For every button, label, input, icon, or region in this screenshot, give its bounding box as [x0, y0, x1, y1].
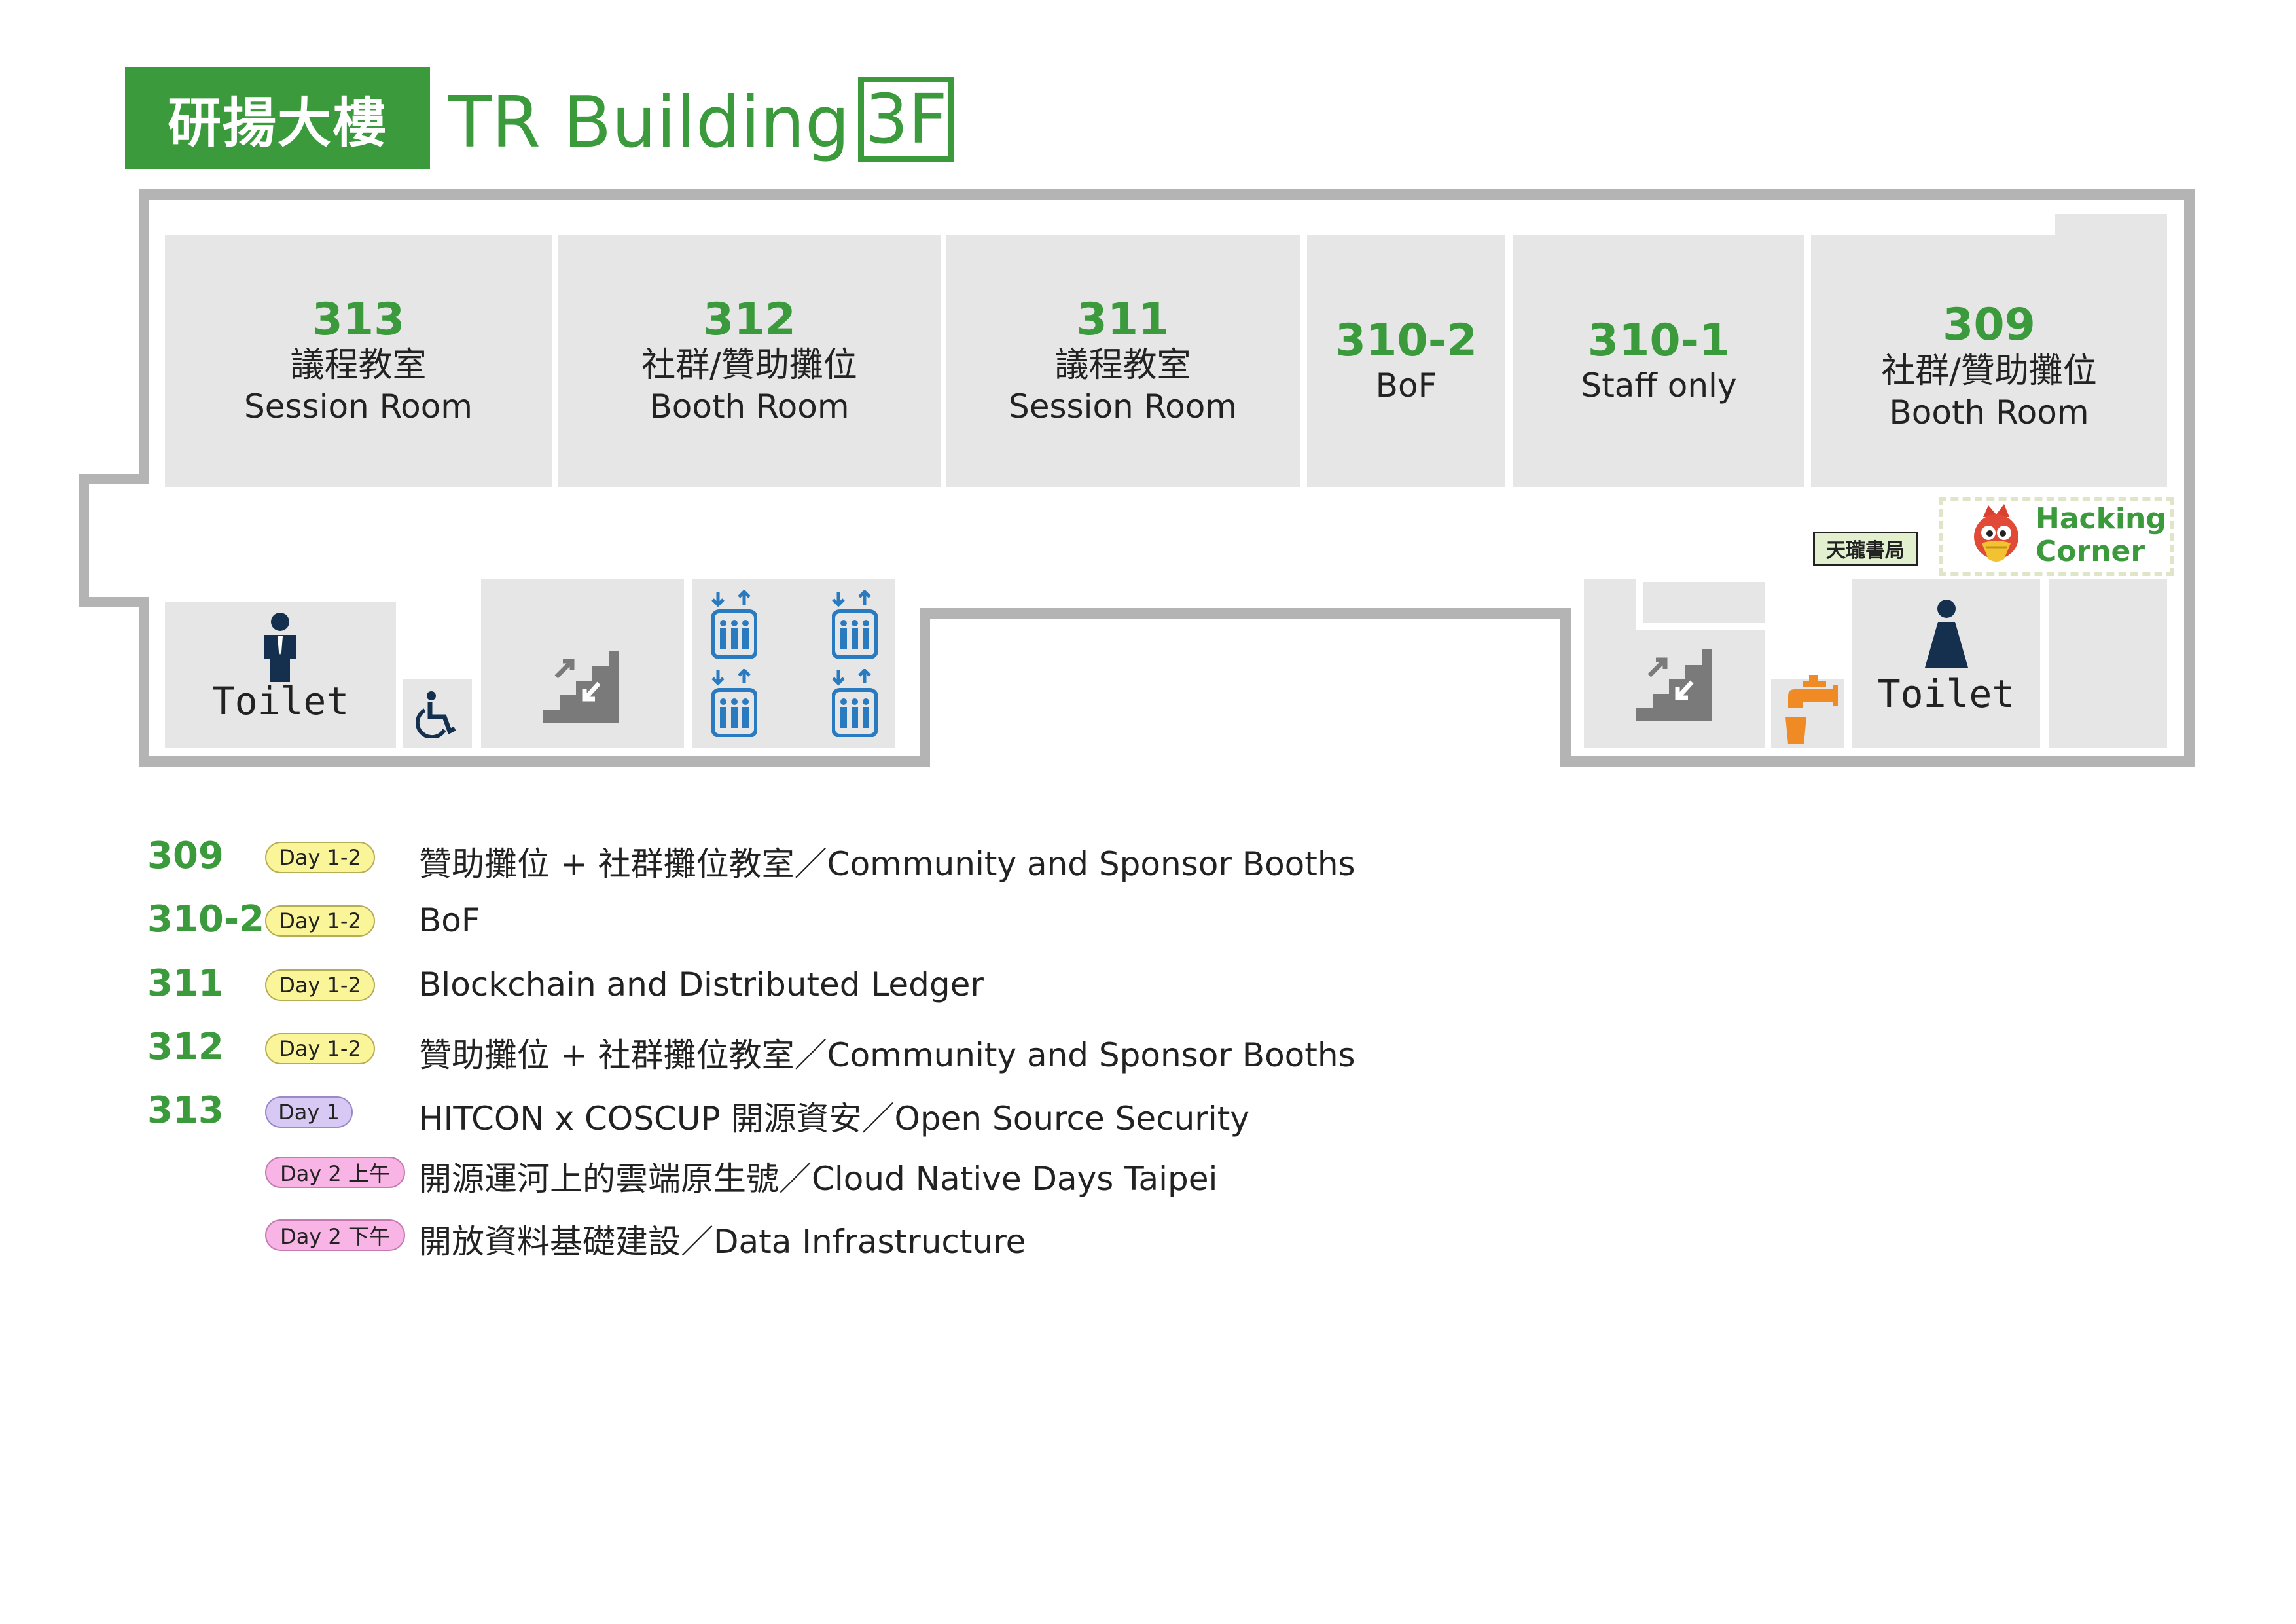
room-label-cn: 社群/贊助攤位 — [641, 346, 857, 386]
toilet-man-icon — [264, 613, 296, 682]
room-label-en: Session Room — [243, 388, 473, 426]
room-number: 310-2 — [1335, 315, 1478, 367]
water-tap-icon — [1785, 675, 1838, 744]
room-313[interactable]: 313 議程教室 Session Room — [165, 235, 552, 487]
toilet-woman-icon — [1925, 600, 1968, 668]
legend-description: 贊助攤位 + 社群攤位教室／Community and Sponsor Boot… — [419, 1036, 1355, 1074]
room-label-cn: 社群/贊助攤位 — [1881, 351, 2097, 391]
legend-room-309: 309 — [147, 835, 224, 877]
room-label-en: Booth Room — [649, 388, 850, 426]
legend-day-badge: Day 1 — [265, 1096, 353, 1128]
room-number: 312 — [703, 293, 796, 346]
stairs-left[interactable] — [481, 579, 684, 748]
toilet-right[interactable]: Toilet — [1852, 579, 2040, 748]
room-label-en: Booth Room — [1889, 393, 2089, 431]
legend-description: Blockchain and Distributed Ledger — [419, 965, 984, 1003]
elevator-icon — [711, 669, 757, 737]
bookstore-tag[interactable]: 天瓏書局 — [1813, 532, 1918, 566]
room-number: 313 — [312, 293, 405, 346]
legend-day-badge: Day 2 上午 — [265, 1157, 405, 1188]
stairs-icon — [1636, 649, 1712, 721]
floor-outline — [79, 189, 2195, 767]
legend-day-badge: Day 2 下午 — [265, 1219, 405, 1251]
room-number: 309 — [1943, 299, 2036, 352]
room-number: 310-1 — [1587, 315, 1731, 367]
elevator-hall[interactable] — [692, 579, 895, 748]
room-label-en: Staff only — [1581, 366, 1737, 405]
elevator-icon — [832, 669, 878, 737]
utility-room — [2049, 579, 2167, 748]
room-309-area — [1811, 235, 2167, 487]
stairs-right[interactable] — [1584, 630, 1765, 748]
toilet-label: Toilet — [211, 679, 350, 723]
room-310-2[interactable]: 310-2 BoF — [1307, 235, 1505, 487]
legend-description: BoF — [419, 901, 480, 939]
building-name-en: TR Building — [448, 82, 850, 164]
legend-room-312: 312 — [147, 1026, 224, 1068]
legend-description: 開放資料基礎建設／Data Infrastructure — [419, 1223, 1026, 1261]
legend-day-badge: Day 1-2 — [265, 969, 375, 1001]
legend-room-313: 313 — [147, 1089, 224, 1132]
room-311[interactable]: 311 議程教室 Session Room — [946, 235, 1300, 487]
legend-room-310-2: 310-2 — [147, 898, 265, 941]
room-312[interactable]: 312 社群/贊助攤位 Booth Room — [558, 235, 941, 487]
legend-day-badge: Day 1-2 — [265, 905, 375, 937]
room-310-1[interactable]: 310-1 Staff only — [1513, 235, 1804, 487]
stairs-icon — [543, 651, 619, 723]
floor-label: 3F — [858, 77, 954, 162]
room-309-notch — [2055, 214, 2167, 240]
legend-description: 贊助攤位 + 社群攤位教室／Community and Sponsor Boot… — [419, 845, 1355, 883]
wheelchair-icon — [416, 691, 456, 738]
hacking-mascot-icon — [1970, 504, 2022, 566]
legend-description: HITCON x COSCUP 開源資安／Open Source Securit… — [419, 1100, 1249, 1138]
hacking-corner-label-1: Hacking — [2036, 502, 2166, 535]
elevator-icon — [832, 590, 878, 659]
elevator-icon — [711, 590, 757, 659]
room-label-cn: 議程教室 — [290, 346, 427, 386]
water-dispenser[interactable] — [1771, 675, 1844, 748]
building-name-cn: 研揚大樓 — [125, 67, 430, 169]
legend-day-badge: Day 1-2 — [265, 1033, 375, 1064]
storage-room — [1643, 582, 1765, 623]
legend-description: 開源運河上的雲端原生號／Cloud Native Days Taipei — [419, 1160, 1218, 1198]
toilet-label: Toilet — [1877, 672, 2015, 716]
hacking-corner-label-2: Corner — [2036, 535, 2145, 568]
legend-room-311: 311 — [147, 962, 224, 1005]
hacking-corner-zone[interactable] — [1939, 497, 2174, 576]
room-label-en: BoF — [1375, 366, 1437, 405]
legend-day-badge: Day 1-2 — [265, 842, 375, 873]
room-309[interactable]: 309 社群/贊助攤位 Booth Room — [1811, 255, 2167, 478]
room-label-cn: 議程教室 — [1054, 346, 1191, 386]
accessible-toilet[interactable] — [403, 679, 472, 748]
room-number: 311 — [1076, 293, 1170, 346]
toilet-left[interactable]: Toilet — [165, 602, 396, 748]
room-label-en: Session Room — [1008, 388, 1238, 426]
